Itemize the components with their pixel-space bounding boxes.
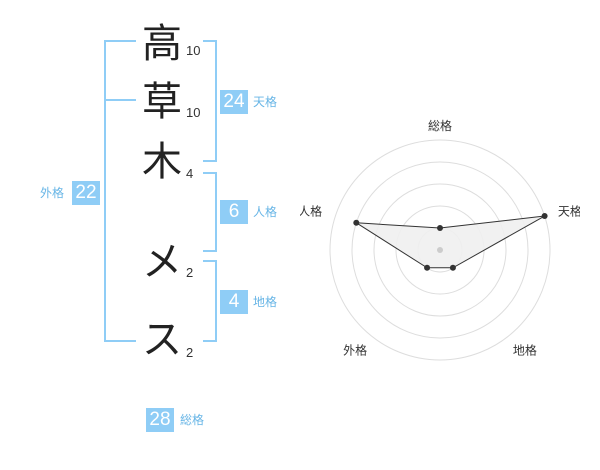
gaikaku-value: 22 — [72, 181, 100, 205]
radar-value-polygon — [356, 215, 545, 269]
name-char-5: ス — [142, 317, 182, 363]
radar-grid-ring — [329, 139, 551, 361]
radar-point-5 — [353, 219, 360, 226]
radar-point-3 — [449, 264, 456, 271]
stroke-count-4: 2 — [186, 265, 194, 280]
chikaku-bracket — [203, 260, 217, 342]
radar-axis-label: 人格 — [300, 204, 322, 219]
radar-grid-ring — [351, 161, 529, 339]
radar-axis-label: 総格 — [428, 118, 452, 133]
name-char-2: 草 — [142, 79, 182, 125]
radar-point-2 — [541, 213, 548, 220]
stroke-count-1: 10 — [186, 43, 201, 58]
radar-grid-ring — [373, 183, 507, 317]
radar-axis-label: 地格 — [513, 342, 537, 357]
radar-center-dot — [437, 247, 443, 253]
gaikaku-bracket — [104, 40, 136, 342]
gaikaku-label: 外格 — [40, 186, 65, 200]
stroke-count-3: 4 — [186, 166, 194, 181]
tenkaku-bracket — [203, 40, 217, 162]
chikaku-label: 地格 — [253, 295, 278, 309]
stroke-count-5: 2 — [186, 345, 194, 360]
jinkaku-value: 6 — [220, 200, 248, 224]
soukaku-value: 28 — [146, 408, 174, 432]
jinkaku-label: 人格 — [253, 205, 278, 219]
soukaku-label: 総格 — [180, 413, 205, 427]
radar-point-1 — [437, 225, 443, 231]
tenkaku-value: 24 — [220, 90, 248, 114]
radar-axis-label: 天格 — [558, 204, 580, 219]
radar-axis-label: 外格 — [343, 342, 367, 357]
jinkaku-bracket — [203, 172, 217, 252]
radar-point-4 — [424, 264, 431, 271]
tenkaku-label: 天格 — [253, 95, 278, 109]
chikaku-value: 4 — [220, 290, 248, 314]
stroke-count-2: 10 — [186, 105, 201, 120]
name-char-3: 木 — [142, 139, 182, 185]
gaikaku-bracket-tick — [104, 99, 136, 101]
name-char-1: 高 — [142, 21, 182, 67]
name-char-4: メ — [142, 239, 182, 285]
